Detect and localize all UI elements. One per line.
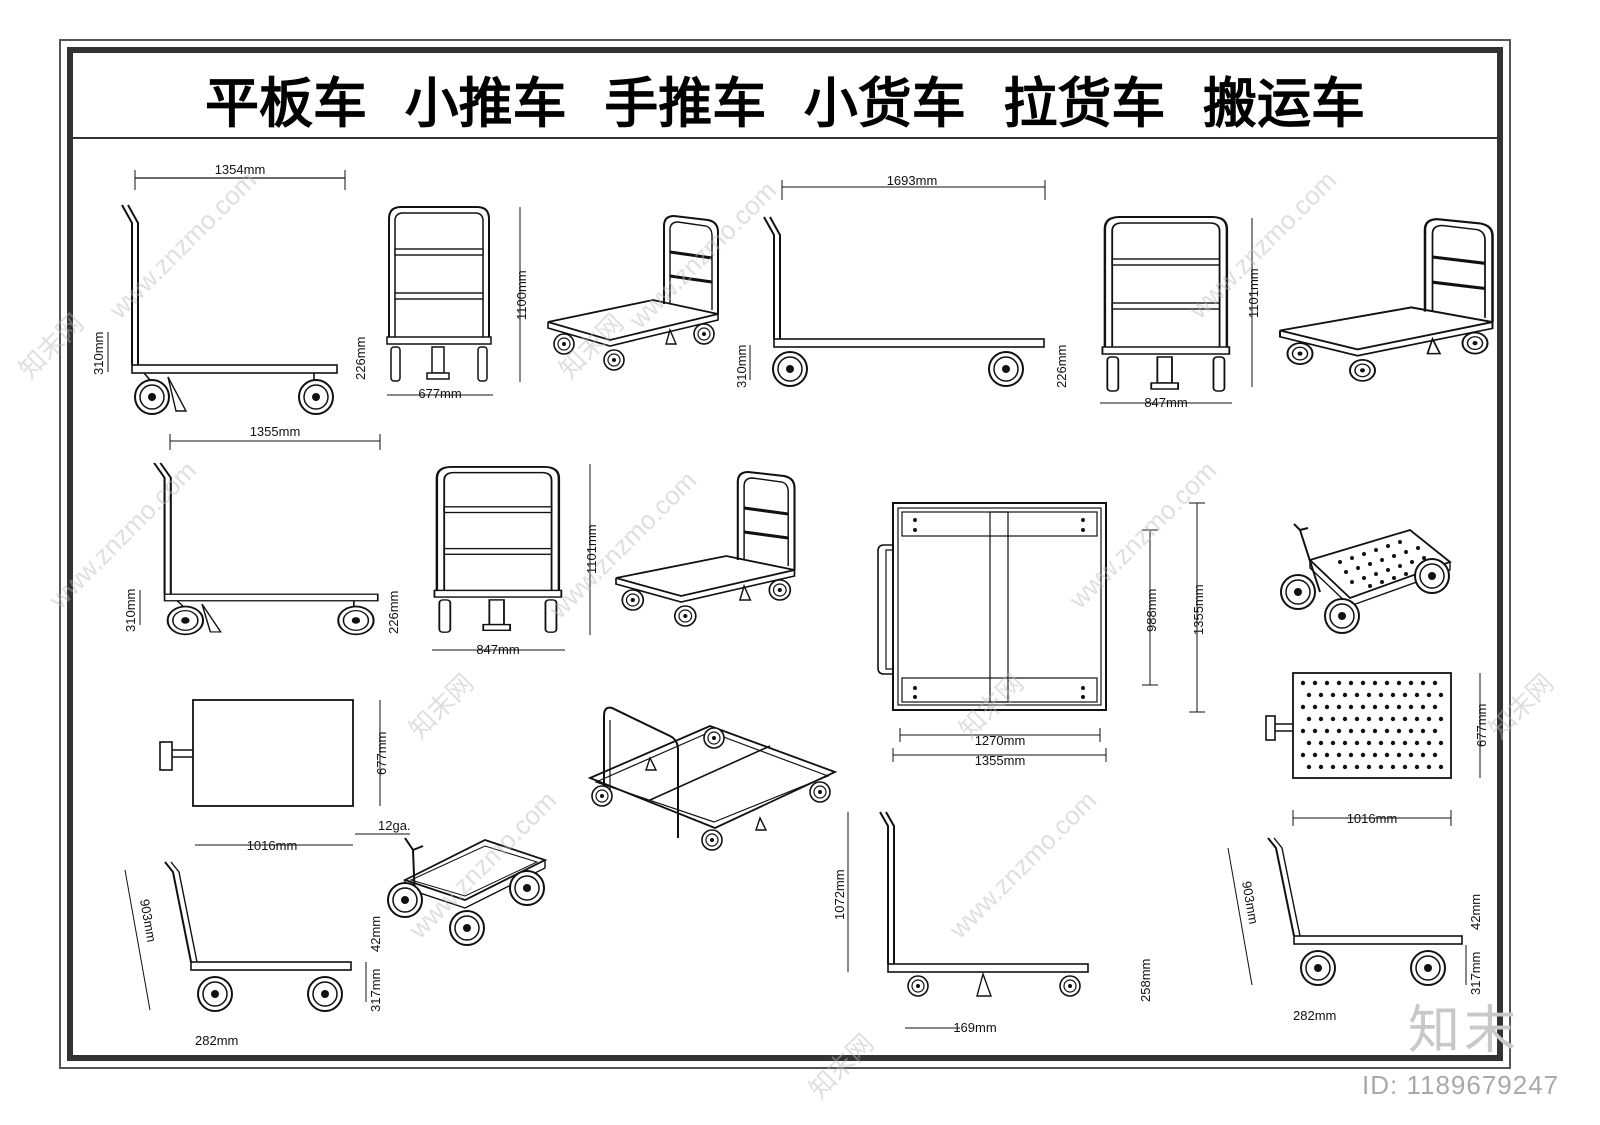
- outer-frame: [59, 39, 1511, 1069]
- watermark-11: 知末网: [403, 668, 479, 744]
- dim-42-a: 42mm: [368, 916, 383, 952]
- plan-view: [877, 502, 1107, 711]
- iso-view-2: [1280, 219, 1493, 381]
- front-view-3: [433, 465, 563, 634]
- dim-317-a: 317mm: [368, 969, 383, 1012]
- watermark-13: 知末网: [1483, 668, 1559, 744]
- dim-677-b: 677mm: [374, 732, 389, 775]
- dim-1101-b: 1101mm: [584, 524, 599, 574]
- side-view-2: [763, 216, 1045, 387]
- dim-847-b: 847mm: [476, 642, 519, 657]
- dim-310-b: 310mm: [734, 345, 749, 388]
- dim-258: 258mm: [1138, 959, 1153, 1002]
- dim-847-a: 847mm: [1144, 395, 1187, 410]
- dim-1693: 1693mm: [887, 173, 938, 188]
- dim-677-c: 677mm: [1474, 704, 1489, 747]
- top-view-small: [159, 699, 354, 807]
- dim-903-a: 903mm: [137, 898, 159, 943]
- wagon-side-left: [164, 861, 352, 1012]
- dim-1100: 1100mm: [514, 270, 529, 320]
- dim-677-a: 677mm: [418, 386, 461, 401]
- dim-226-a: 226mm: [353, 337, 368, 380]
- sheet-title: 平板车 小推车 手推车 小货车 拉货车 搬运车: [205, 72, 1365, 135]
- dim-42-b: 42mm: [1468, 894, 1483, 930]
- dim-1101-a: 1101mm: [1246, 268, 1261, 318]
- mesh-top-view: [1265, 672, 1452, 779]
- dim-1072: 1072mm: [832, 869, 847, 920]
- dim-317-b: 317mm: [1468, 952, 1483, 995]
- watermark-8: www.znzmo.com: [942, 785, 1102, 945]
- watermark-14: 知末网: [803, 1028, 879, 1104]
- watermark-3: www.znzmo.com: [1182, 165, 1342, 325]
- inner-frame: [67, 47, 1503, 1061]
- mesh-wagon-iso: [1280, 523, 1452, 634]
- wagon-side-right: [1267, 837, 1463, 986]
- dim-988: 988mm: [1144, 589, 1159, 632]
- dim-1355-a: 1355mm: [250, 424, 301, 439]
- watermark-9: 知末网: [13, 308, 89, 384]
- front-view-1: [386, 206, 492, 382]
- dim-1016-b: 1016mm: [1347, 811, 1398, 826]
- frame-iso: [587, 706, 838, 851]
- dim-169: 169mm: [953, 1020, 996, 1035]
- dim-903-b: 903mm: [1239, 880, 1261, 925]
- watermark-1: www.znzmo.com: [102, 165, 262, 325]
- dim-1354: 1354mm: [215, 162, 266, 177]
- logo-watermark: 知末: [1408, 1001, 1521, 1061]
- dim-12ga: 12ga.: [378, 818, 411, 833]
- dim-310-c: 310mm: [123, 589, 138, 632]
- id-watermark: ID: 1189679247: [1362, 1070, 1560, 1100]
- iso-view-3: [616, 472, 795, 626]
- side-view-tall: [879, 811, 1089, 997]
- dim-282-a: 282mm: [195, 1033, 238, 1048]
- dim-310-a: 310mm: [91, 332, 106, 375]
- dim-1270: 1270mm: [975, 733, 1026, 748]
- dim-1355-c: 1355mm: [975, 753, 1026, 768]
- dim-1016-a: 1016mm: [247, 838, 298, 853]
- dim-282-b: 282mm: [1293, 1008, 1336, 1023]
- dim-1355-b: 1355mm: [1191, 584, 1206, 635]
- dim-226-c: 226mm: [386, 591, 401, 634]
- dim-226-b: 226mm: [1054, 345, 1069, 388]
- utility-wagon-iso: [387, 837, 548, 946]
- side-view-1: [122, 205, 337, 414]
